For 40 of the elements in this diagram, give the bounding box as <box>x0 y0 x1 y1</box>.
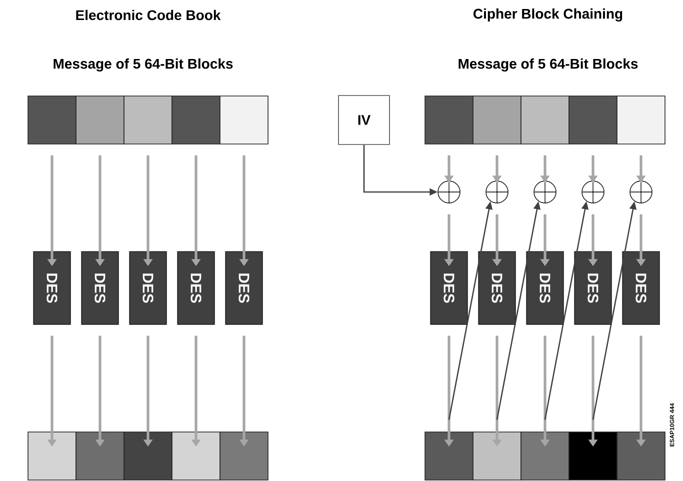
block-cell <box>616 96 666 144</box>
block-cell <box>568 96 618 144</box>
des-box: DES <box>81 251 119 325</box>
des-box: DES <box>622 251 660 325</box>
xor-symbol <box>486 180 508 204</box>
xor-symbol <box>630 180 652 204</box>
block-cell <box>76 432 124 480</box>
block-cell <box>472 96 522 144</box>
block-cell <box>520 96 570 144</box>
iv-box: IV <box>338 95 390 145</box>
heading: Electronic Code Book <box>76 10 221 20</box>
block-cell <box>28 96 76 144</box>
xor-symbol <box>438 180 460 204</box>
block-cell <box>424 432 474 480</box>
des-box: DES <box>430 251 468 325</box>
des-box: DES <box>478 251 516 325</box>
block-cell <box>220 96 268 144</box>
subheading: Message of 5 64-Bit Blocks <box>54 58 233 72</box>
block-cell <box>172 96 220 144</box>
des-box: DES <box>225 251 263 325</box>
block-cell <box>28 432 76 480</box>
des-box: DES <box>129 251 167 325</box>
heading: Cipher Block Chaining <box>474 8 622 22</box>
block-cell <box>424 96 474 144</box>
block-cell <box>124 96 172 144</box>
des-box: DES <box>177 251 215 325</box>
des-box: DES <box>33 251 71 325</box>
block-cell <box>520 432 570 480</box>
subheading: Message of 5 64-Bit Blocks <box>458 58 638 72</box>
xor-symbol <box>534 180 556 204</box>
des-box: DES <box>574 251 612 325</box>
des-box: DES <box>526 251 564 325</box>
xor-symbol <box>582 180 604 204</box>
block-cell <box>616 432 666 480</box>
block-cell <box>124 432 172 480</box>
block-cell <box>568 432 618 480</box>
block-cell <box>76 96 124 144</box>
block-cell <box>172 432 220 480</box>
block-cell <box>220 432 268 480</box>
block-cell <box>472 432 522 480</box>
